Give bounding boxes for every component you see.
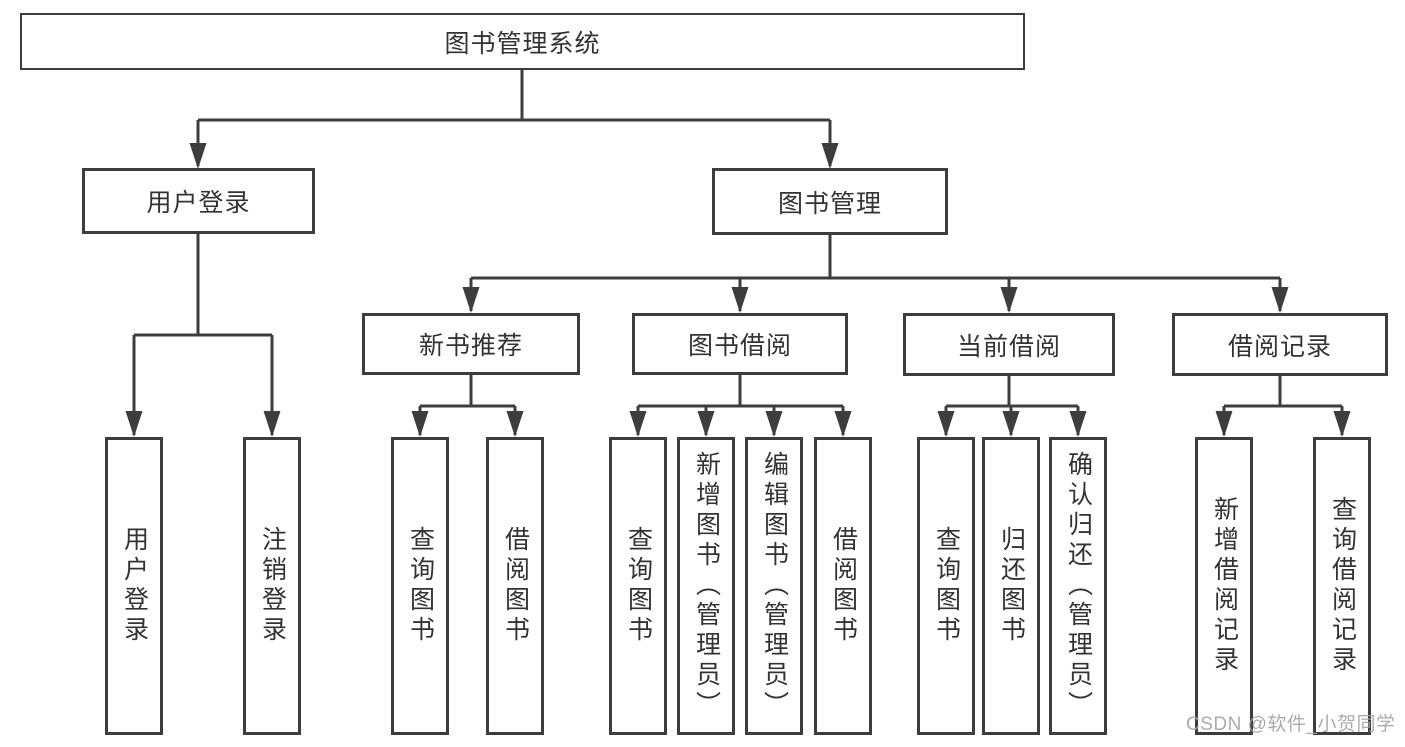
leaf-logout: 注销登录 <box>243 437 301 735</box>
leaf-confirm-return-admin-label: 确认归还（管理员） <box>1064 451 1093 721</box>
leaf-user-login-label: 用户登录 <box>120 526 149 646</box>
leaf-query-borrow-record: 查询借阅记录 <box>1313 437 1371 735</box>
leaf-query-borrow-record-label: 查询借阅记录 <box>1328 496 1357 676</box>
leaf-add-books-admin-label: 新增图书（管理员） <box>692 451 721 721</box>
node-book-management: 图书管理 <box>712 168 948 235</box>
csdn-watermark: CSDN @软件_小贺同学 <box>1186 714 1396 735</box>
node-root: 图书管理系统 <box>20 13 1025 70</box>
leaf-borrow-books: 借阅图书 <box>814 437 872 735</box>
node-current-borrow: 当前借阅 <box>903 313 1115 376</box>
leaf-add-books-admin: 新增图书（管理员） <box>677 437 735 735</box>
leaf-confirm-return-admin: 确认归还（管理员） <box>1049 437 1107 735</box>
leaf-recommend-query-books: 查询图书 <box>391 437 449 735</box>
leaf-add-borrow-record-label: 新增借阅记录 <box>1210 496 1239 676</box>
node-current-borrow-label: 当前借阅 <box>956 332 1061 361</box>
leaf-add-borrow-record: 新增借阅记录 <box>1195 437 1253 735</box>
leaf-return-books: 归还图书 <box>982 437 1040 735</box>
leaf-recommend-query-books-label: 查询图书 <box>406 526 435 646</box>
node-root-label: 图书管理系统 <box>444 29 601 58</box>
leaf-borrow-query-books: 查询图书 <box>609 437 667 735</box>
node-book-management-label: 图书管理 <box>777 189 882 218</box>
leaf-recommend-borrow-books: 借阅图书 <box>486 437 544 735</box>
node-user-login: 用户登录 <box>82 168 315 234</box>
leaf-return-books-label: 归还图书 <box>997 526 1026 646</box>
leaf-borrow-books-label: 借阅图书 <box>829 526 858 646</box>
leaf-recommend-borrow-books-label: 借阅图书 <box>501 526 530 646</box>
node-new-book-recommend: 新书推荐 <box>362 313 580 375</box>
leaf-current-query-books: 查询图书 <box>917 437 975 735</box>
node-user-login-label: 用户登录 <box>146 189 251 217</box>
node-new-book-recommend-label: 新书推荐 <box>418 332 523 360</box>
node-borrow-records: 借阅记录 <box>1172 313 1388 376</box>
leaf-current-query-books-label: 查询图书 <box>932 526 961 646</box>
arrowheads <box>125 143 1351 437</box>
leaf-logout-label: 注销登录 <box>258 526 287 646</box>
node-borrow-records-label: 借阅记录 <box>1227 332 1332 361</box>
leaf-user-login: 用户登录 <box>105 437 163 735</box>
node-book-borrow: 图书借阅 <box>632 313 848 375</box>
leaf-edit-books-admin: 编辑图书（管理员） <box>745 437 803 735</box>
leaf-edit-books-admin-label: 编辑图书（管理员） <box>760 451 789 721</box>
leaf-borrow-query-books-label: 查询图书 <box>624 526 653 646</box>
node-book-borrow-label: 图书借阅 <box>687 332 792 360</box>
